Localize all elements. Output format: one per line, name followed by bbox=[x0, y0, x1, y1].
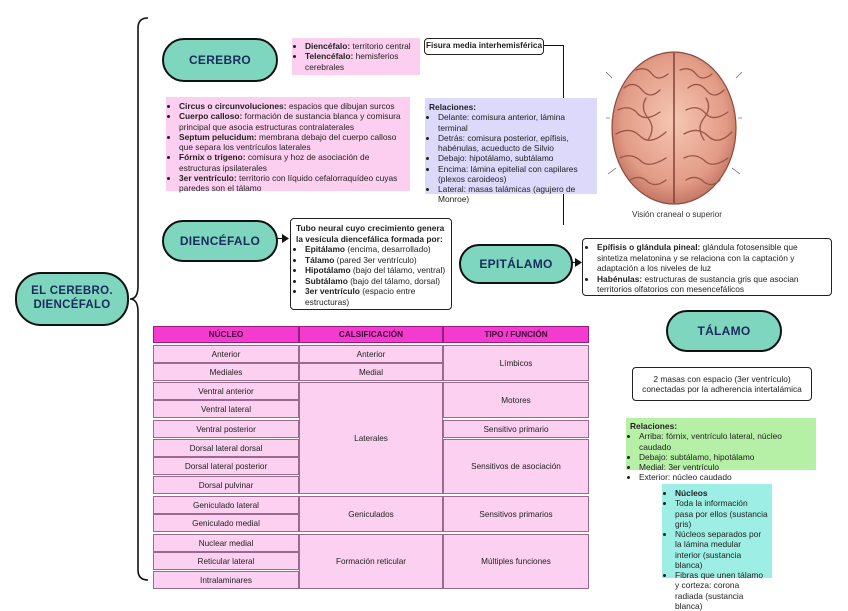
table-cell-nucleo: Reticular lateral bbox=[153, 552, 299, 570]
talamo-relation-item: Arriba: fórnix, ventrículo lateral, núcl… bbox=[639, 431, 812, 452]
epitalamo-description: Epífisis o glándula pineal: glándula fot… bbox=[582, 238, 832, 296]
fissure-label: Fisura media interhemisférica bbox=[424, 38, 544, 55]
main-topic-node: EL CEREBRO. DIENCÉFALO bbox=[15, 272, 129, 326]
cerebro-node: CEREBRO bbox=[162, 38, 278, 82]
structure-item: Cuerpo calloso: formación de sustancia b… bbox=[179, 111, 406, 132]
table-cell-nucleo: Ventral lateral bbox=[153, 400, 299, 418]
relations-title: Relaciones: bbox=[429, 102, 477, 112]
talamo-relation-item: Debajo: subtálamo, hipotálamo bbox=[639, 452, 812, 462]
nuclei-item: Toda la información pasa por ellos (sust… bbox=[675, 498, 768, 529]
table-cell-nucleo: Geniculado medial bbox=[153, 514, 299, 532]
diencefalo-part: Hipotálamo (bajo del tálamo, ventral) bbox=[305, 265, 446, 276]
nuclei-item: Fibras que unen tálamo y corteza: corona… bbox=[675, 570, 768, 611]
epitalamo-node: EPITÁLAMO bbox=[459, 244, 573, 284]
table-cell-nucleo: Ventral anterior bbox=[153, 382, 299, 400]
table-cell-nucleo: Geniculado lateral bbox=[153, 496, 299, 514]
diencefalo-part: 3er ventrículo (espacio entre estructura… bbox=[305, 286, 446, 307]
diencefalo-intro: Tubo neural cuyo crecimiento genera la v… bbox=[296, 223, 445, 244]
relation-item: Delante: comisura anterior, lámina termi… bbox=[438, 112, 593, 133]
table-cell-funcion: Múltiples funciones bbox=[443, 534, 589, 589]
table-cell-funcion: Límbicos bbox=[443, 345, 589, 381]
structure-item: Fórnix o trígeno: comisura y hoz de asoc… bbox=[179, 152, 406, 173]
table-cell-nucleo: Nuclear medial bbox=[153, 534, 299, 552]
epitalamo-item: Epífisis o glándula pineal: glándula fot… bbox=[597, 242, 826, 274]
relation-item: Detrás: comisura posterior, epífisis, ha… bbox=[438, 133, 593, 154]
nuclei-title: Núcleos bbox=[675, 488, 768, 498]
diencefalo-part: Subtálamo (bajo del tálamo, dorsal) bbox=[305, 276, 446, 287]
table-cell-nucleo: Ventral posterior bbox=[153, 420, 299, 438]
talamo-relation-item: Medial: 3er ventrículo bbox=[639, 462, 812, 472]
epitalamo-item: Habénulas: estructuras de sustancia gris… bbox=[597, 274, 826, 295]
cerebro-divisions: Diencéfalo: territorio central Telencéfa… bbox=[292, 38, 420, 75]
table-cell-clasificacion: Medial bbox=[299, 363, 443, 381]
talamo-relations: Relaciones: Arriba: fórnix, ventrículo l… bbox=[626, 418, 816, 482]
table-cell-funcion: Sensitivos de asociación bbox=[443, 439, 589, 494]
diencefalo-node: DIENCÉFALO bbox=[162, 220, 278, 262]
main-brace bbox=[129, 17, 149, 581]
table-cell-nucleo: Intralaminares bbox=[153, 571, 299, 589]
table-cell-clasificacion: Anterior bbox=[299, 345, 443, 363]
table-cell-funcion: Sensitivo primario bbox=[443, 420, 589, 438]
talamo-relation-item: Exterior: núcleo caudado bbox=[639, 472, 812, 482]
table-cell-nucleo: Dorsal pulvinar bbox=[153, 476, 299, 494]
table-header: TIPO / FUNCIÓN bbox=[443, 326, 589, 343]
table-header: CALSIFICACIÓN bbox=[299, 326, 443, 343]
diencefalo-part: Epitálamo (encima, desarrollado) bbox=[305, 244, 446, 255]
table-cell-nucleo: Dorsal lateral posterior bbox=[153, 457, 299, 475]
structure-item: Septum pelucidum: membrana debajo del cu… bbox=[179, 132, 406, 153]
diencefalo-part: Tálamo (pared 3er ventrículo) bbox=[305, 255, 446, 266]
talamo-nuclei: Núcleos Toda la información pasa por ell… bbox=[662, 484, 772, 611]
relation-item: Encima: lámina epitelial con capilares (… bbox=[438, 164, 593, 185]
cerebro-relations: Relaciones: Delante: comisura anterior, … bbox=[425, 98, 597, 204]
brain-illustration bbox=[606, 51, 742, 205]
nuclei-item: Núcleos separados por la lámina medular … bbox=[675, 529, 768, 570]
table-cell-nucleo: Anterior bbox=[153, 345, 299, 363]
table-cell-clasificacion: Laterales bbox=[299, 382, 443, 494]
table-cell-clasificacion: Geniculados bbox=[299, 496, 443, 532]
brain-caption: Visión craneal o superior bbox=[632, 210, 722, 219]
table-cell-funcion: Sensitivos primarios bbox=[443, 496, 589, 532]
structure-item: Circus o circunvoluciones: espacios que … bbox=[179, 101, 406, 111]
talamo-node: TÁLAMO bbox=[666, 310, 782, 352]
structure-item: 3er ventrículo: territorio con líquido c… bbox=[179, 173, 406, 194]
diencefalo-description: Tubo neural cuyo crecimiento genera la v… bbox=[290, 218, 452, 310]
table-cell-funcion: Motores bbox=[443, 382, 589, 418]
table-header: NÚCLEO bbox=[153, 326, 299, 343]
relation-item: Lateral: masas talámicas (agujero de Mon… bbox=[438, 184, 593, 205]
table-cell-nucleo: Dorsal lateral dorsal bbox=[153, 439, 299, 457]
talamo-relations-title: Relaciones: bbox=[630, 421, 678, 431]
cerebro-structures: Circus o circunvoluciones: espacios que … bbox=[166, 97, 410, 194]
relation-item: Debajo: hipotálamo, subtálamo bbox=[438, 153, 593, 163]
talamo-description: 2 masas con espacio (3er ventrículo) con… bbox=[632, 367, 812, 401]
division-item: Telencéfalo: hemisferios cerebrales bbox=[305, 51, 416, 72]
table-cell-nucleo: Mediales bbox=[153, 363, 299, 381]
division-item: Diencéfalo: territorio central bbox=[305, 41, 416, 51]
table-cell-clasificacion: Formación reticular bbox=[299, 534, 443, 589]
